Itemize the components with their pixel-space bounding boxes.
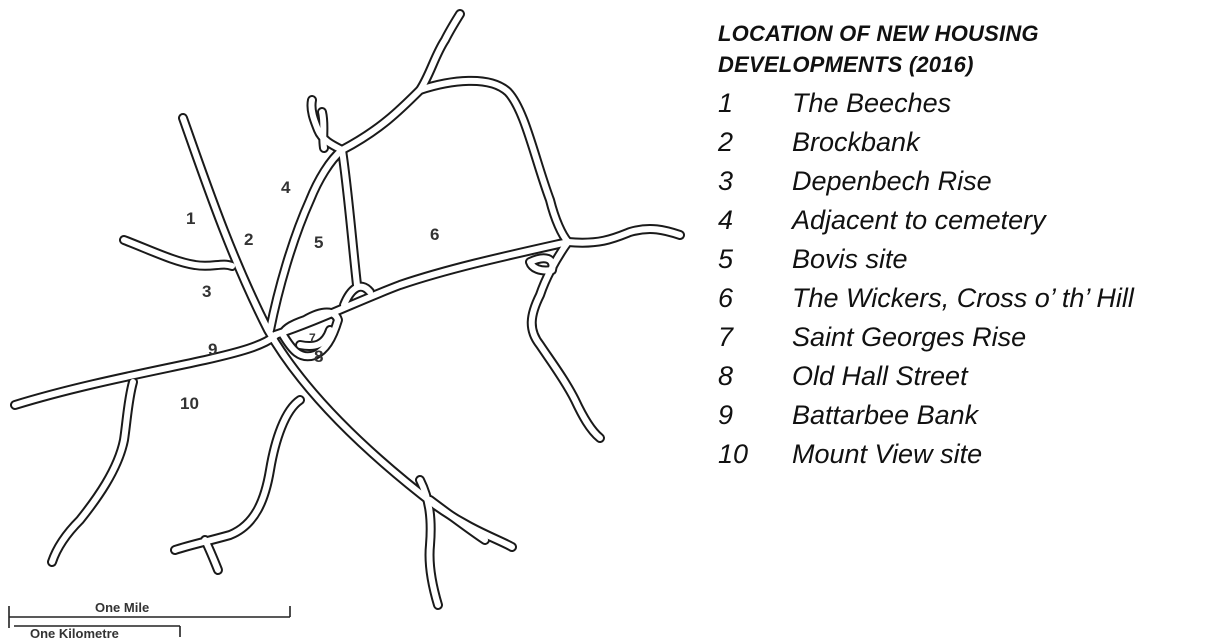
road-cemetery-fill: [308, 97, 345, 153]
road-southeast-fork2-fill: [427, 497, 488, 543]
site-number-8: 8: [314, 347, 323, 366]
legend-item-number: 7: [718, 322, 734, 352]
road-junction-loop-fill: [280, 309, 341, 360]
road-bovis-loop-fill: [341, 283, 373, 308]
road-east-triangle-fill: [527, 255, 556, 274]
legend-title-line-1: LOCATION OF NEW HOUSING: [718, 21, 1039, 46]
road-north-diagonal-fill: [267, 147, 345, 333]
legend-item-number: 3: [718, 166, 734, 196]
site-number-7: 7: [309, 331, 316, 345]
legend-item-label: Battarbee Bank: [792, 400, 979, 430]
legend-item: 3 Depenbech Rise: [718, 162, 1218, 201]
road-east-fill: [272, 239, 571, 338]
legend-item-number: 1: [718, 88, 734, 118]
road-south-spur-fork-fill: [202, 537, 221, 573]
legend-item: 6 The Wickers, Cross o’ th’ Hill: [718, 279, 1218, 318]
km-label: One Kilometre: [30, 626, 119, 639]
housing-map: 1 2 3 4 5 6 7 8 9 10 One Mile One Kilome…: [8, 9, 685, 639]
road-west-spur-fill: [49, 379, 136, 565]
site-number-3: 3: [202, 282, 211, 301]
legend-item: 1 The Beeches: [718, 84, 1218, 123]
legend-item-label: The Wickers, Cross o’ th’ Hill: [792, 283, 1134, 313]
legend-item-number: 10: [718, 439, 749, 469]
legend-item-label: Adjacent to cemetery: [792, 205, 1046, 235]
road-north-loop-fill: [417, 77, 571, 245]
site-number-2: 2: [244, 230, 253, 249]
legend-item-label: Saint Georges Rise: [792, 322, 1027, 352]
mile-label: One Mile: [95, 600, 149, 615]
legend-item-number: 4: [718, 205, 734, 235]
site-number-10: 10: [180, 394, 199, 413]
road-south-spur-fill: [172, 397, 303, 553]
site-number-4: 4: [281, 178, 291, 197]
site-number-1: 1: [186, 209, 195, 228]
scale-bar: One Mile One Kilometre: [8, 600, 291, 639]
legend-item-number: 9: [718, 400, 734, 430]
site-number-9: 9: [208, 340, 217, 359]
road-east-end-fill: [565, 225, 683, 246]
legend-item-label: Old Hall Street: [792, 361, 968, 391]
road-junction-inner-fill: [297, 327, 333, 350]
legend-item-number: 8: [718, 361, 734, 391]
road-cemetery-branch-fill: [319, 109, 327, 151]
road-east-south-fill: [528, 239, 603, 441]
road-west-fill: [12, 333, 278, 408]
road-northwest-spur-fill: [121, 237, 235, 269]
legend-item-number: 6: [718, 283, 734, 313]
site-number-5: 5: [314, 233, 323, 252]
legend-item: 8 Old Hall Street: [718, 357, 1218, 396]
legend-item: 5 Bovis site: [718, 240, 1218, 279]
legend-item-label: Bovis site: [792, 244, 908, 274]
legend-item-label: The Beeches: [792, 88, 952, 118]
legend-title-line-2: DEVELOPMENTS (2016): [718, 52, 974, 77]
legend-item: 10 Mount View site: [718, 435, 1218, 474]
legend-item: 9 Battarbee Bank: [718, 396, 1218, 435]
road-north-to-east-fill: [339, 11, 463, 153]
legend-item: 4 Adjacent to cemetery: [718, 201, 1218, 240]
legend-item-number: 2: [718, 127, 734, 157]
road-north-loop: [415, 75, 573, 247]
legend-item-label: Depenbech Rise: [792, 166, 992, 196]
legend-item: 7 Saint Georges Rise: [718, 318, 1218, 357]
site-number-6: 6: [430, 225, 439, 244]
road-north-diagonal: [265, 145, 347, 335]
legend-item-number: 5: [718, 244, 734, 274]
legend-item-label: Mount View site: [792, 439, 983, 469]
road-southeast-fork-fill: [417, 477, 441, 608]
legend-items: 1 The Beeches 2 Brockbank 3 Depenbech Rise 4 Ad…: [718, 84, 1218, 474]
legend: LOCATION OF NEW HOUSING DEVELOPMENTS (20…: [718, 18, 1218, 474]
legend-item-label: Brockbank: [792, 127, 920, 157]
road-bovis-lane-fill: [339, 147, 360, 288]
legend-item: 2 Brockbank: [718, 123, 1218, 162]
legend-title: LOCATION OF NEW HOUSING DEVELOPMENTS (20…: [718, 18, 1218, 80]
road-network: [10, 9, 685, 610]
